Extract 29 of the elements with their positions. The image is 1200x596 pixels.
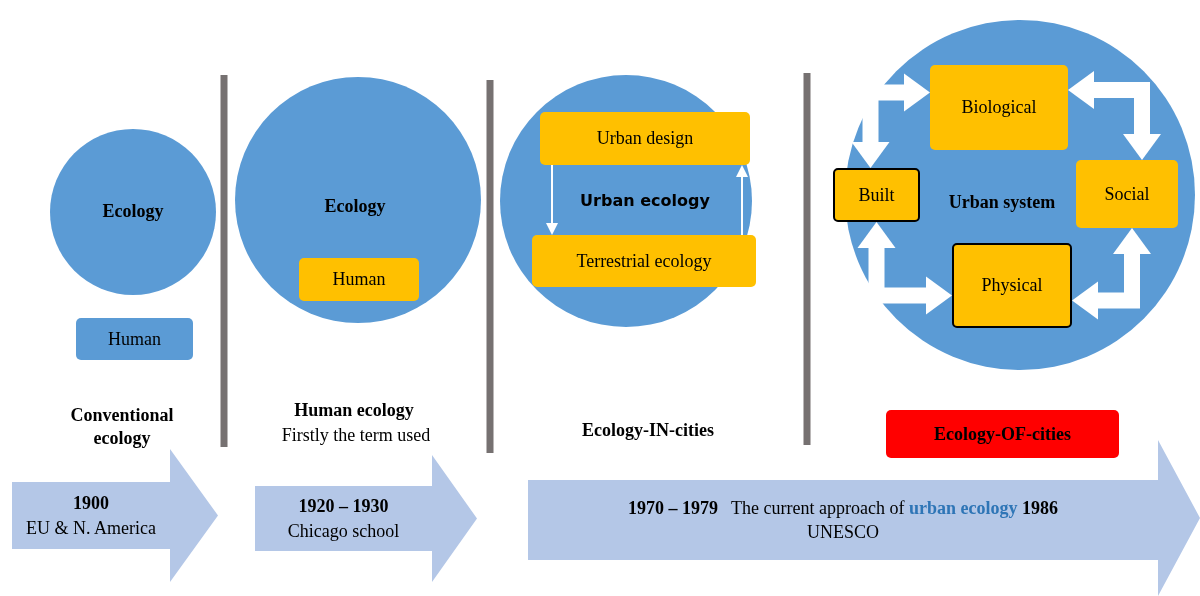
arrow [736,165,748,236]
stage-title: Ecology-IN-cities [581,419,715,442]
circle-title: Urban ecology [580,190,710,212]
process-box: Physical [952,243,1072,328]
block-arrow [851,73,930,168]
timeline-text: Chicago school [287,519,400,543]
stage-title: Conventional ecology [69,404,175,451]
process-box: Built [833,168,920,222]
label-box: Human [76,318,193,360]
circle-title: Ecology [324,195,386,219]
timeline-text: 1970 – 1979 The current approach of urban ecology 1986 [627,496,1059,520]
arrow [546,164,558,235]
block-arrow [1068,71,1161,160]
stage-title: Human ecology [293,399,415,422]
block-arrow [1072,228,1151,320]
timeline-text: 1920 – 1930 [298,495,389,519]
timeline-text: EU & N. America [26,516,156,540]
timeline-text: UNESCO [807,521,879,544]
process-box: Social [1076,160,1178,228]
timeline-text: 1900 [73,492,109,516]
block-arrow [857,222,952,315]
circle-title: Ecology [102,200,164,224]
process-box: Terrestrial ecology [532,235,756,287]
process-box: Urban design [540,112,750,165]
process-box: Biological [930,65,1068,150]
circle-title: Urban system [948,191,1056,215]
note-text: Firstly the term used [280,424,432,447]
title-box: Ecology-OF-cities [886,410,1119,458]
label-box: Human [299,258,419,301]
